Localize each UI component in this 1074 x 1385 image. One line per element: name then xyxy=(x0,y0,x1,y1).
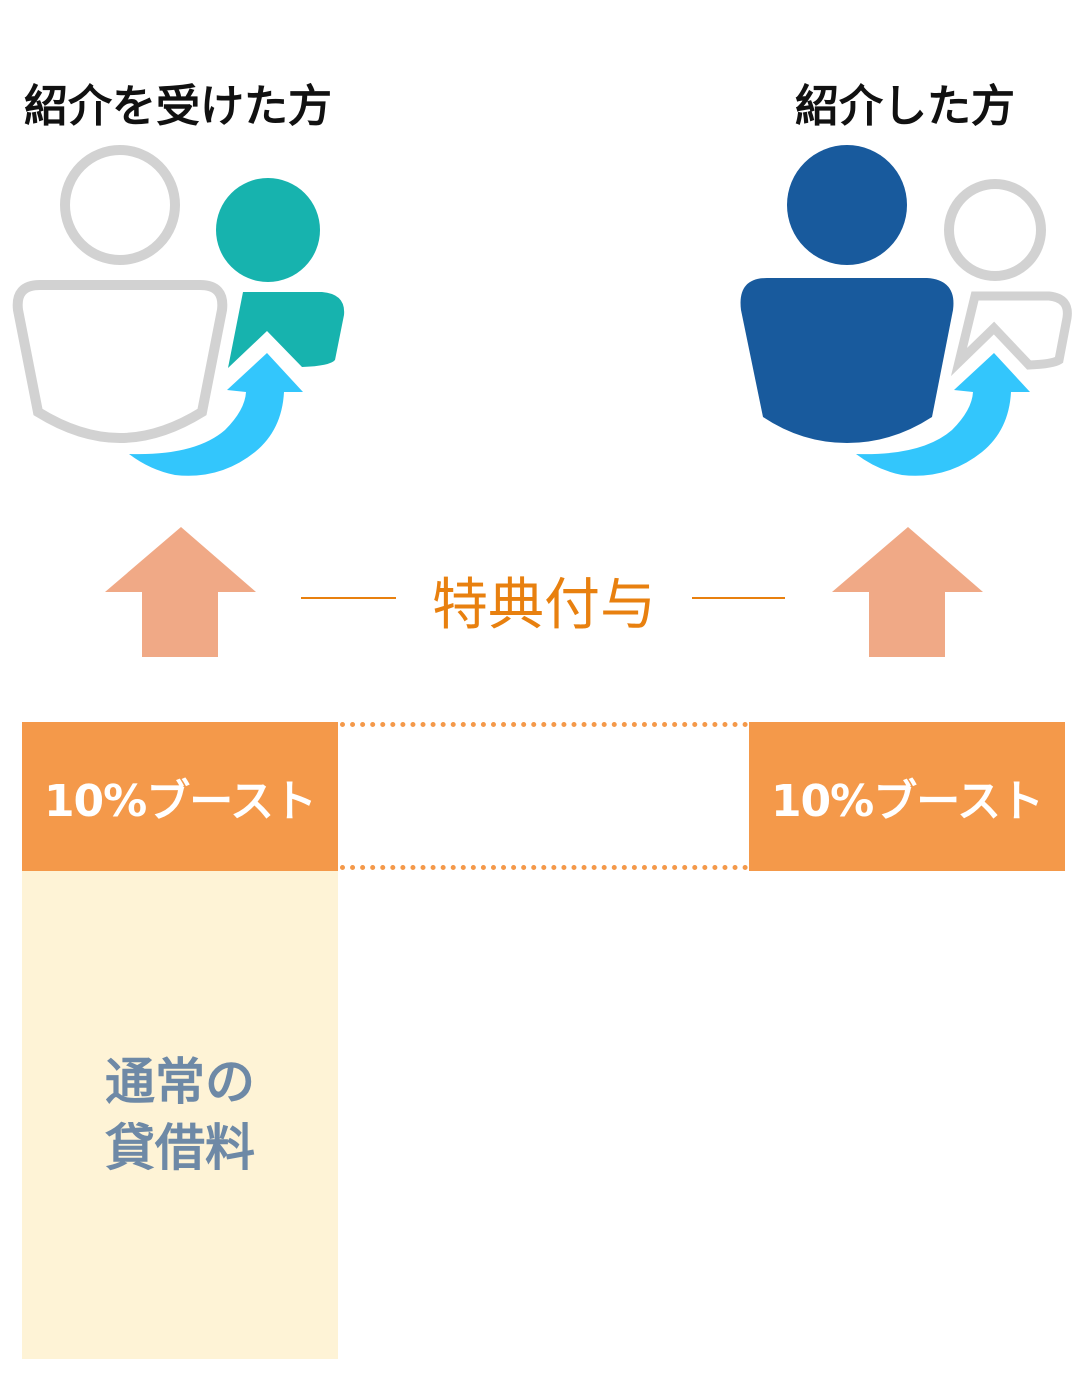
benefit-label: 特典付与 xyxy=(432,573,656,638)
left-boost-box: 10%ブースト xyxy=(22,722,338,871)
base-rent-line1: 通常の xyxy=(105,1053,255,1111)
right-boost-box: 10%ブースト xyxy=(749,722,1065,871)
referred-person-icon xyxy=(12,145,345,476)
base-rent-line2: 貸借料 xyxy=(105,1119,255,1177)
left-up-arrow-icon xyxy=(105,527,256,657)
dotted-line-top xyxy=(340,722,748,727)
referred-person-title: 紹介を受けた方 xyxy=(24,81,332,132)
label-line-left xyxy=(301,597,396,599)
base-rent-box: 通常の 貸借料 xyxy=(22,871,338,1359)
dotted-line-bottom xyxy=(340,865,748,870)
right-up-arrow-icon xyxy=(832,527,983,657)
referrer-icon xyxy=(740,145,1072,476)
referrer-title: 紹介した方 xyxy=(795,81,1015,132)
label-line-right xyxy=(692,597,785,599)
